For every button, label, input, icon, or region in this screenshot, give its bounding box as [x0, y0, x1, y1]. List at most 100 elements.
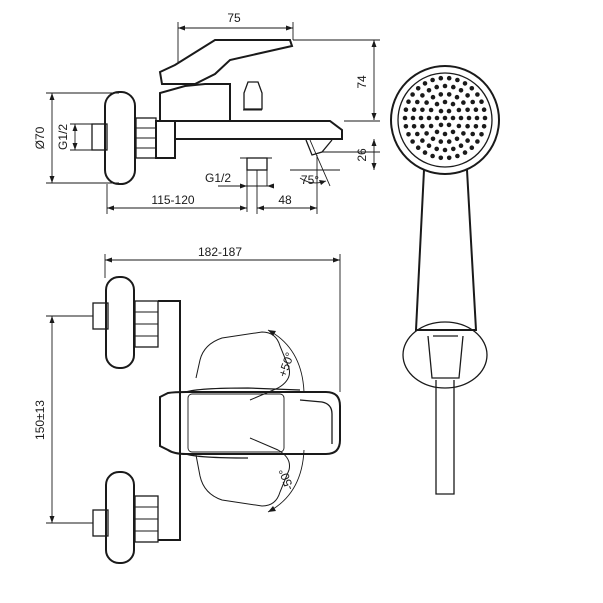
nozzle-dot	[482, 115, 488, 121]
nozzle-dot	[469, 145, 475, 150]
nozzle-dot	[434, 115, 440, 121]
lever-contour	[185, 387, 301, 393]
dim-spout-angle: 75°	[301, 173, 319, 187]
nozzle-dot	[461, 100, 466, 105]
front-view-dimensions: 182-187 150±13	[33, 245, 341, 524]
nozzle-dot	[434, 129, 440, 135]
dim-outlet-thread: G1/2	[205, 171, 231, 185]
nozzle-dot	[450, 129, 456, 135]
nozzle-dot	[410, 92, 415, 97]
nozzle-dot	[438, 122, 444, 128]
nozzle-dot	[430, 94, 436, 100]
lever-handle	[158, 39, 294, 85]
mixer-body	[155, 120, 176, 159]
nozzle-dot	[434, 101, 440, 107]
shower-hose	[435, 380, 455, 495]
nozzle-dot	[415, 99, 420, 105]
nozzle-dot	[420, 107, 425, 113]
nozzle-dot	[438, 75, 444, 81]
nozzle-dot	[450, 101, 456, 107]
nozzle-dot	[403, 107, 409, 112]
nozzle-dot	[438, 92, 444, 97]
nozzle-dot	[474, 115, 480, 121]
dim-height-right: 74	[355, 75, 369, 89]
lever-front	[159, 391, 341, 455]
upper-flange	[105, 276, 135, 369]
nozzle-dot	[422, 150, 428, 155]
nozzle-dot	[451, 146, 456, 152]
nozzle-dot	[458, 88, 464, 93]
nozzle-dot	[465, 138, 470, 143]
dim-lever-up: +50°	[275, 350, 297, 379]
nozzle-dot	[442, 83, 448, 89]
nozzle-dot	[446, 122, 452, 128]
nozzle-dot	[446, 108, 452, 114]
dim-overall-width: 182-187	[198, 245, 242, 259]
nozzle-dot	[446, 155, 452, 161]
nozzle-dot	[454, 136, 460, 142]
dim-inlet-thread: G1/2	[56, 124, 70, 150]
dim-depth: 115-120	[151, 193, 194, 207]
nozzle-dot	[458, 143, 464, 148]
hand-shower	[390, 65, 500, 495]
lower-flange	[105, 471, 135, 564]
mixer-housing	[159, 83, 231, 122]
nozzle-dot	[462, 81, 468, 86]
nozzle-dot	[470, 99, 476, 105]
nozzle-dot	[428, 107, 434, 113]
nozzle-dot	[446, 75, 452, 81]
nozzle-dot	[461, 131, 466, 136]
nozzle-dot	[469, 86, 475, 91]
nozzle-dot	[411, 107, 417, 112]
nozzle-dot	[434, 84, 440, 90]
nozzle-dot	[415, 131, 420, 137]
nozzle-dot	[465, 123, 470, 129]
nozzle-dot	[481, 107, 487, 112]
side-view-dimensions: 75 74 26 75° G1/2 Ø70	[33, 11, 380, 214]
nozzle-dot	[479, 99, 484, 104]
nozzle-dot	[442, 147, 448, 153]
nozzle-dot	[455, 77, 460, 83]
nozzle-dot	[403, 124, 409, 129]
nozzle-dot	[424, 100, 429, 105]
front-view: +50° -50°	[92, 276, 341, 564]
nozzle-dot	[430, 77, 435, 83]
nozzle-dot	[434, 146, 440, 152]
nozzle-dot	[406, 132, 411, 137]
nozzle-dot	[454, 94, 460, 100]
nozzle-dot	[428, 123, 434, 129]
spout-aerator	[305, 139, 333, 156]
nozzle-dot	[481, 124, 487, 129]
shower-head-face	[397, 72, 493, 168]
nozzle-dot	[450, 115, 456, 121]
dim-inlet-spacing: 150±13	[33, 400, 47, 440]
nozzle-dot	[475, 139, 480, 144]
nozzle-dot	[430, 136, 436, 142]
nozzle-dot	[465, 107, 470, 113]
dim-width-top: 75	[227, 11, 241, 25]
nozzle-dot	[442, 131, 448, 137]
nozzle-dot	[430, 153, 435, 159]
nozzle-dot	[446, 139, 452, 144]
nozzle-dot	[418, 115, 424, 121]
nozzle-dot	[446, 92, 452, 97]
shower-nozzles	[402, 75, 488, 161]
nozzle-dot	[410, 115, 416, 121]
spout	[174, 120, 343, 140]
nozzle-dot	[402, 115, 408, 121]
nozzle-dot	[456, 123, 462, 129]
inlet-stub	[91, 123, 108, 151]
side-view	[91, 39, 343, 185]
nozzle-dot	[442, 99, 448, 105]
nozzle-dot	[415, 145, 421, 150]
nozzle-dot	[473, 124, 479, 129]
dim-spout-height: 26	[355, 148, 369, 162]
nozzle-dot	[411, 124, 417, 129]
nozzle-dot	[420, 138, 425, 143]
nozzle-dot	[455, 153, 460, 159]
nozzle-dot	[479, 132, 484, 137]
bracket-holder	[427, 335, 464, 379]
lever-ghost-up	[195, 331, 290, 401]
nozzle-dot	[424, 131, 429, 136]
nozzle-dot	[442, 115, 448, 121]
